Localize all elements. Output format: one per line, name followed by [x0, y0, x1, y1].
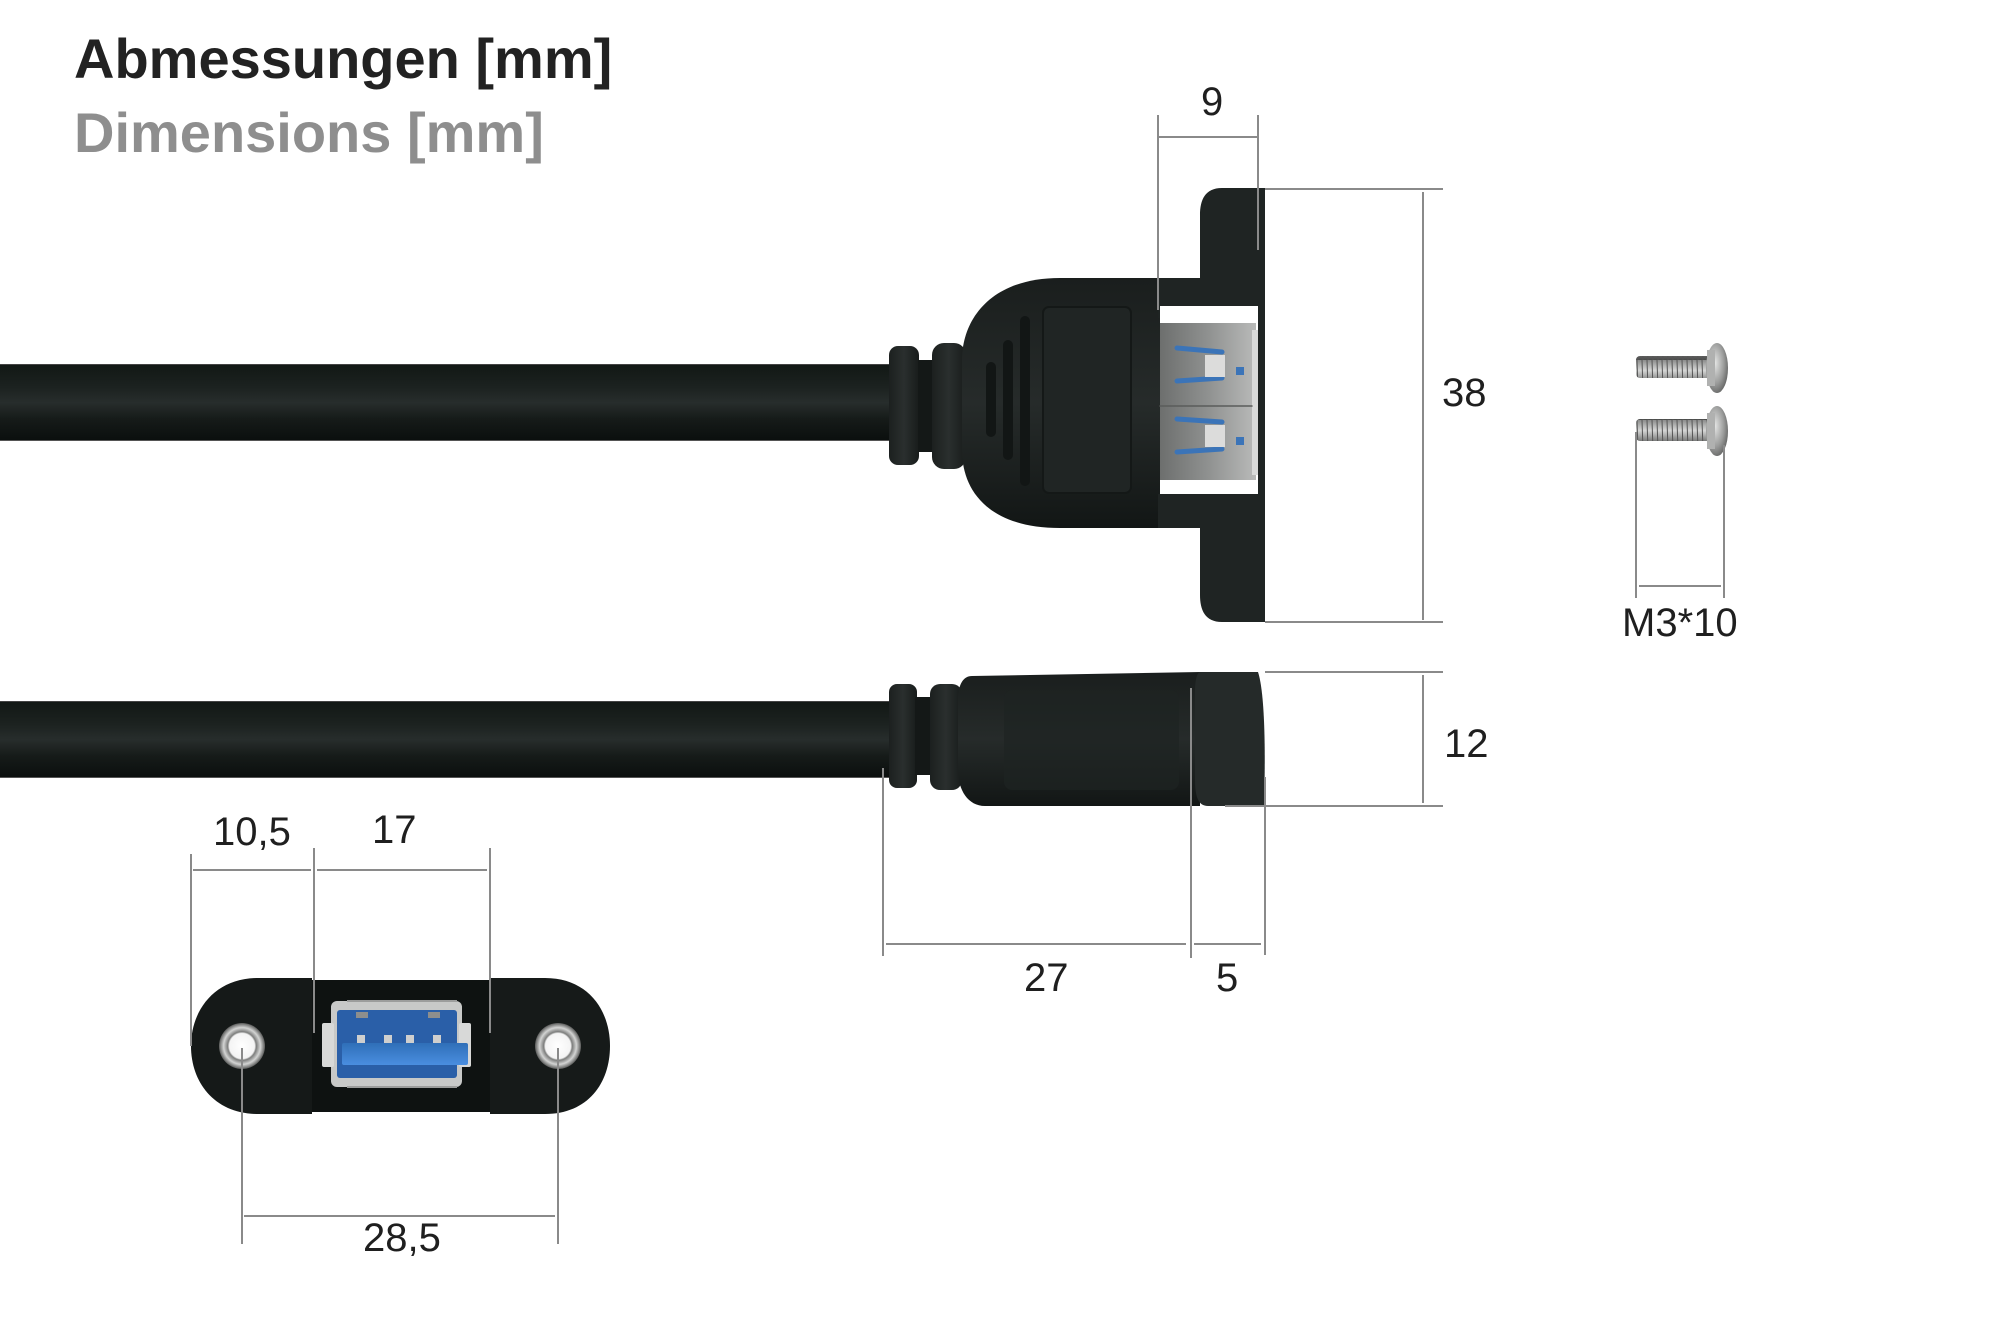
dim-9-line: [1159, 136, 1257, 138]
dim-28-5-ext-left: [241, 1048, 243, 1244]
dim-38-ext-bottom: [1265, 621, 1443, 623]
dim-9-ext-left: [1157, 115, 1159, 310]
cable-bottom: [0, 701, 895, 778]
title-english: Dimensions [mm]: [74, 101, 544, 164]
cable-top: [0, 364, 895, 441]
dim-17-ext-left: [313, 848, 315, 1033]
strain-relief-ring: [889, 684, 917, 788]
dim-label-hole-spacing: 28,5: [363, 1216, 441, 1260]
dim-12-line: [1422, 675, 1424, 803]
dim-28-5-ext-right: [557, 1048, 559, 1244]
dim-label-edge-to-port: 10,5: [213, 810, 291, 854]
dim-10-5-ext-left: [190, 854, 192, 1046]
grip-ridge: [1020, 316, 1030, 486]
dim-screw-line: [1639, 585, 1721, 587]
usb-pins: [1159, 345, 1253, 455]
dim-17-ext-right: [489, 848, 491, 1033]
dim-5-line: [1194, 943, 1261, 945]
dim-27-ext-mid: [1190, 688, 1192, 958]
dim-label-flange-height: 38: [1442, 371, 1487, 415]
mounting-hole-left: [219, 1023, 265, 1069]
side-end-cap: [1195, 672, 1265, 806]
dim-screw-ext-left: [1635, 432, 1637, 598]
screw-2: [1636, 406, 1728, 456]
grip-ridge: [986, 362, 996, 437]
mounting-hole-right: [535, 1023, 581, 1069]
dim-38-line: [1422, 192, 1424, 620]
dim-12-ext-bottom: [1225, 805, 1443, 807]
dim-38-ext-top: [1265, 188, 1443, 190]
dim-label-flange-depth: 9: [1201, 80, 1224, 124]
mounting-flange: [1158, 188, 1265, 622]
title-german: Abmessungen [mm]: [74, 27, 613, 90]
dim-9-ext-right: [1257, 115, 1259, 250]
dim-5-ext-right: [1264, 777, 1266, 955]
screw-1: [1636, 343, 1728, 393]
dim-label-screw-size: M3*10: [1622, 601, 1738, 645]
usb3-blue-tongue: [342, 1043, 468, 1065]
dim-28-5-line: [244, 1215, 555, 1217]
dim-screw-ext-right: [1723, 445, 1725, 598]
dim-10-5-line: [193, 869, 311, 871]
dim-label-cap-length: 5: [1216, 956, 1239, 1000]
dim-12-ext-top: [1265, 671, 1443, 673]
dim-label-body-length: 27: [1024, 956, 1069, 1000]
dim-label-thickness: 12: [1444, 722, 1489, 766]
label-recess: [1042, 306, 1132, 494]
grip-ridge: [1003, 340, 1013, 460]
strain-relief-ring: [889, 346, 919, 465]
dim-label-port-width: 17: [372, 808, 417, 852]
dim-17-line: [317, 869, 487, 871]
dim-27-ext-left: [882, 768, 884, 956]
dim-27-line: [886, 943, 1186, 945]
